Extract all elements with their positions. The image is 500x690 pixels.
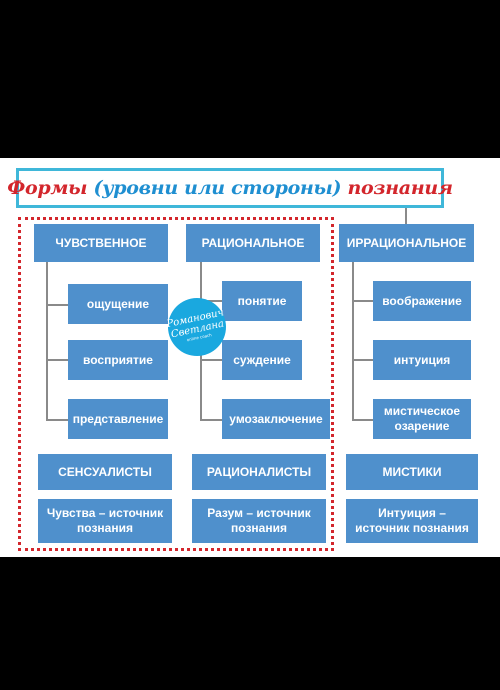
title-part-levels: (уровни или стороны) [93, 177, 342, 199]
title-box: Формы (уровни или стороны) познания [7, 168, 453, 208]
item-concept: понятие [222, 281, 302, 321]
connector-title-irrational [405, 208, 407, 230]
dotted-frame [18, 217, 334, 551]
item-imagination: воображение [373, 281, 471, 321]
school-sensualists: СЕНСУАЛИСТЫ [38, 454, 172, 490]
header-rational: РАЦИОНАЛЬНОЕ [186, 224, 320, 262]
connector-irrational-trunk [352, 262, 354, 420]
diagram-title: Формы (уровни или стороны) познания [7, 171, 453, 205]
item-intuition: интуиция [373, 340, 471, 380]
connector-rational-2 [200, 359, 222, 361]
source-irrational: Интуиция – источник познания [346, 499, 478, 543]
header-sensual: ЧУВСТВЕННОЕ [34, 224, 168, 262]
source-sensual: Чувства – источник познания [38, 499, 172, 543]
item-inference: умозаключение [222, 399, 330, 439]
item-judgment: суждение [222, 340, 302, 380]
item-representation: представление [68, 399, 168, 439]
school-rationalists: РАЦИОНАЛИСТЫ [192, 454, 326, 490]
item-mystic-insight: мистическое озарение [373, 399, 471, 439]
connector-irrational-3 [352, 419, 374, 421]
title-part-forms: Формы [7, 177, 88, 199]
title-part-cognition: познания [347, 177, 453, 199]
source-rational: Разум – источник познания [192, 499, 326, 543]
connector-sensual-2 [46, 359, 68, 361]
item-perception: восприятие [68, 340, 168, 380]
connector-irrational-1 [352, 300, 374, 302]
header-irrational: ИРРАЦИОНАЛЬНОЕ [339, 224, 474, 262]
connector-irrational-2 [352, 359, 374, 361]
connector-rational-3 [200, 419, 222, 421]
item-sensation: ощущение [68, 284, 168, 324]
connector-sensual-1 [46, 304, 68, 306]
connector-sensual-trunk [46, 262, 48, 420]
diagram-panel: Формы (уровни или стороны) познания ЧУВС… [0, 158, 500, 557]
school-mystics: МИСТИКИ [346, 454, 478, 490]
connector-sensual-3 [46, 419, 68, 421]
